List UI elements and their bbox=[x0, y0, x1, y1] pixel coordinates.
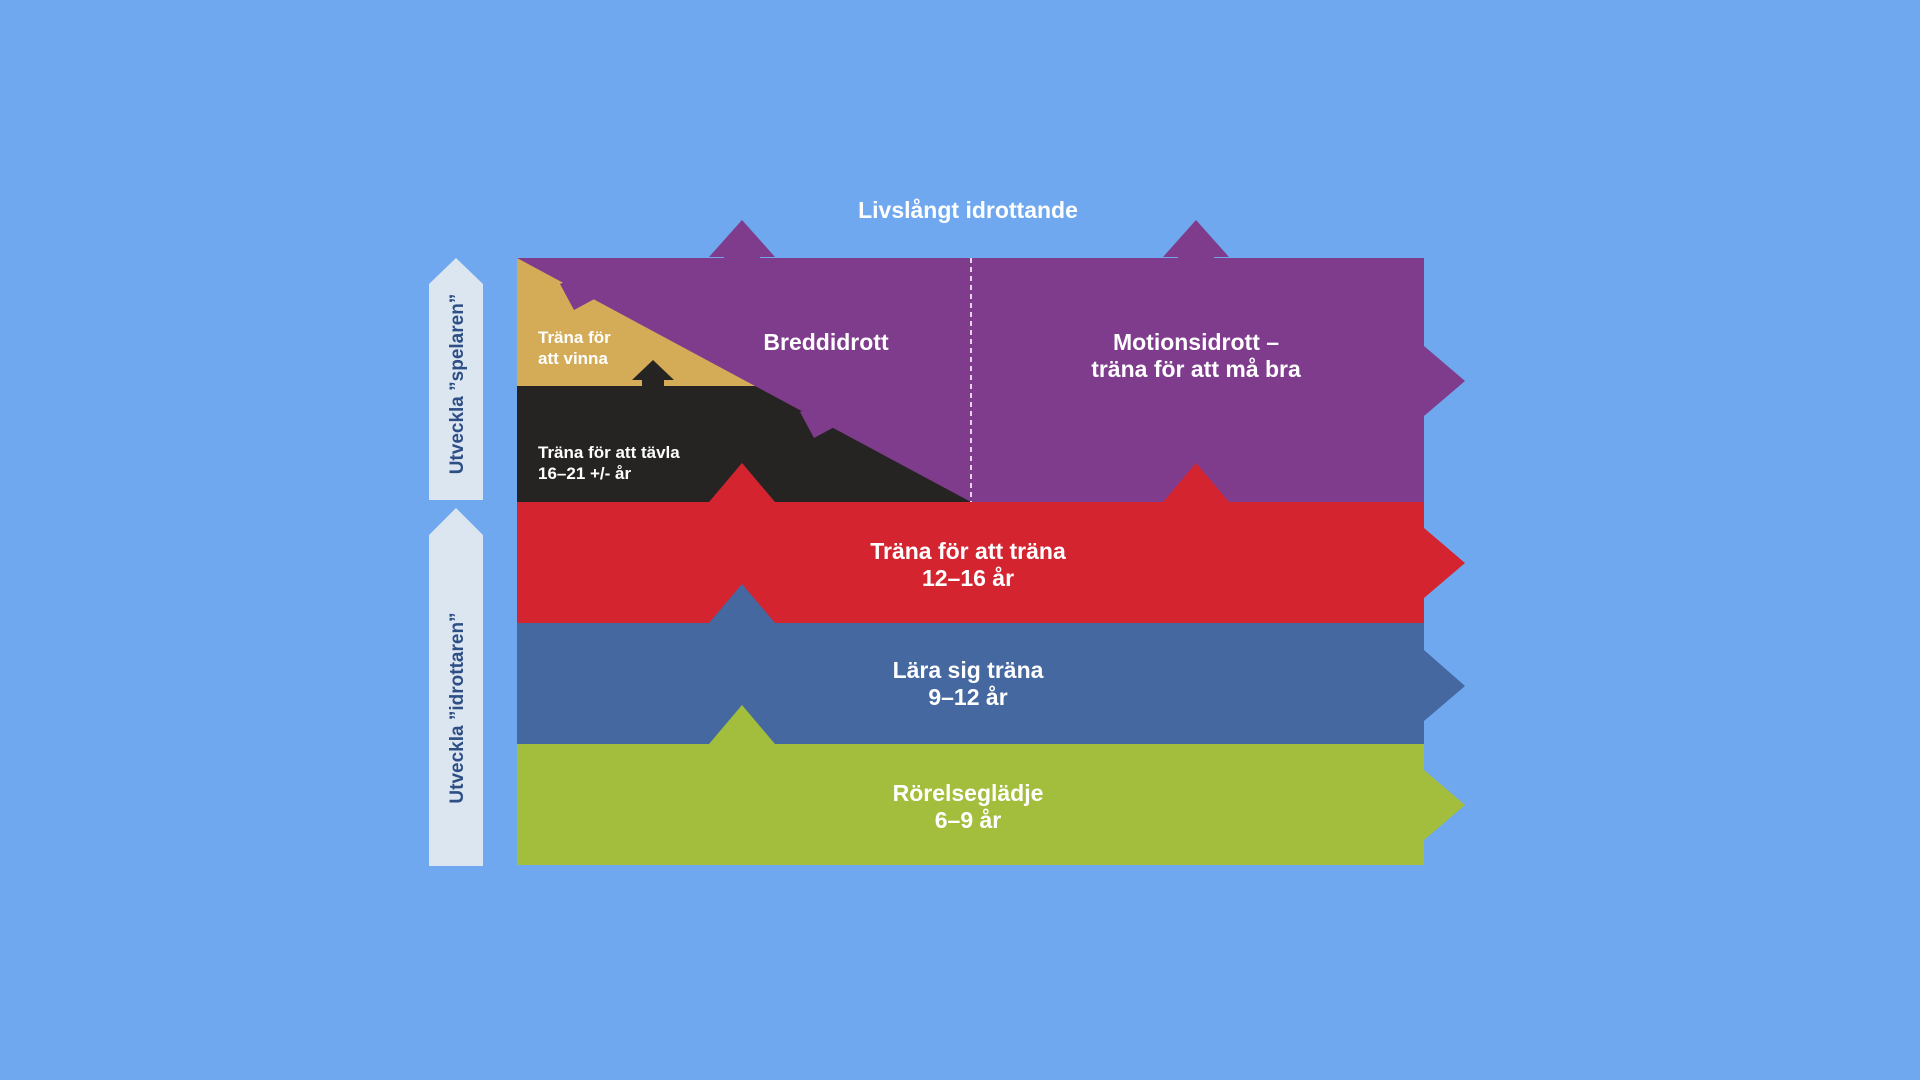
up-arrow-blue bbox=[709, 584, 775, 623]
joy-label-line1: Rörelseglädje bbox=[893, 780, 1044, 806]
diagonal-marker-top bbox=[560, 272, 600, 310]
up-arrow-green bbox=[709, 705, 775, 744]
fitness-label-line1: Motionsidrott – bbox=[1113, 329, 1279, 355]
compete-stage bbox=[517, 386, 971, 502]
right-arrow-purple bbox=[1424, 346, 1465, 416]
right-arrow-red bbox=[1424, 528, 1465, 598]
train-band bbox=[517, 502, 1424, 623]
train-label-line1: Träna för att träna bbox=[870, 538, 1066, 564]
right-arrow-blue bbox=[1424, 650, 1465, 721]
compete-label-line1: Träna för att tävla bbox=[538, 443, 680, 462]
up-arrow-compete-to-win-stem bbox=[642, 378, 664, 388]
up-arrow-breadth bbox=[709, 220, 775, 257]
learn-label-line2: 9–12 år bbox=[928, 684, 1007, 710]
train-label-line2: 12–16 år bbox=[922, 565, 1014, 591]
up-arrow-fitness-stem bbox=[1178, 250, 1214, 260]
up-arrow-red-right bbox=[1163, 463, 1229, 502]
win-label-line1: Träna för bbox=[538, 328, 611, 347]
up-arrow-red-left bbox=[709, 463, 775, 502]
learn-label-line1: Lära sig träna bbox=[893, 657, 1044, 683]
up-arrow-breadth-stem bbox=[724, 250, 760, 260]
breadth-label: Breddidrott bbox=[763, 329, 889, 355]
diagram-title: Livslångt idrottande bbox=[858, 197, 1078, 223]
up-arrow-fitness bbox=[1163, 220, 1229, 257]
fitness-label-line2: träna för att må bra bbox=[1091, 356, 1301, 382]
diagonal-marker-mid bbox=[800, 400, 840, 438]
win-label-line2: att vinna bbox=[538, 349, 608, 368]
side-arrow-idrottaren bbox=[429, 508, 483, 866]
side-label-idrottaren: Utveckla ”idrottaren” bbox=[447, 612, 468, 803]
side-label-spelaren: Utveckla ”spelaren” bbox=[447, 294, 468, 475]
learn-band bbox=[517, 623, 1424, 744]
side-arrow-spelaren bbox=[429, 258, 483, 500]
up-arrow-compete-to-win bbox=[632, 360, 674, 380]
compete-label-line2: 16–21 +/- år bbox=[538, 464, 631, 483]
joy-label-line2: 6–9 år bbox=[935, 807, 1002, 833]
right-arrow-green bbox=[1424, 770, 1465, 840]
joy-band bbox=[517, 744, 1424, 865]
